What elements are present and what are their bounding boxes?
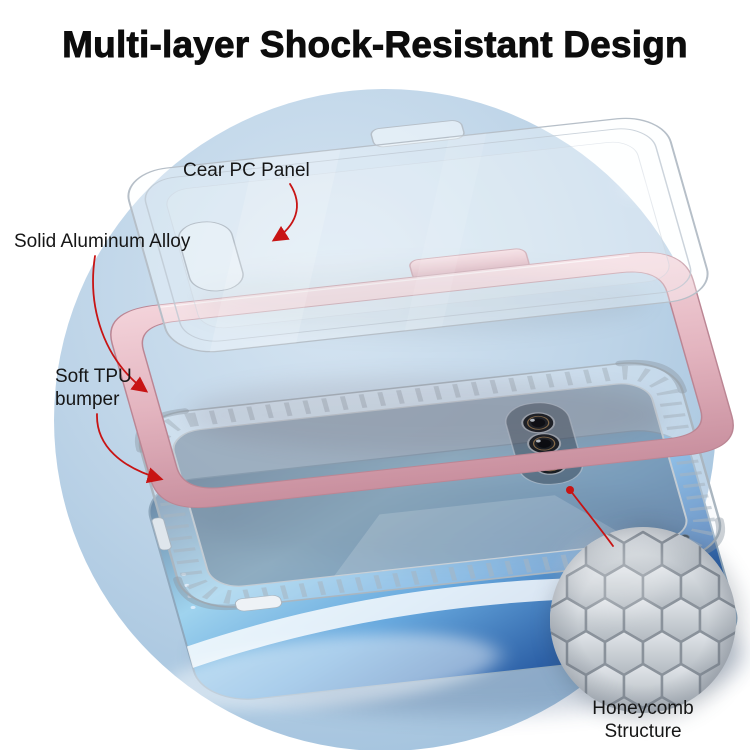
panel-sheen-2 (404, 133, 487, 331)
phone-glow (163, 633, 499, 710)
frame-ring (110, 252, 734, 508)
panel-sheen-1 (209, 149, 341, 353)
callout-label-aluminum: Solid Aluminum Alloy (14, 231, 191, 252)
callout-line-pc-panel (271, 183, 298, 242)
panel-body (127, 117, 709, 353)
callout-dot-honeycomb (566, 486, 574, 494)
honeycomb-inset-highlight (560, 537, 670, 613)
panel-inner-lip (144, 128, 692, 342)
tpu-side-button (151, 517, 172, 551)
panel-flare (626, 178, 657, 198)
frame-shadow (185, 377, 665, 453)
callout-label-honeycomb-line2: Structure (604, 721, 682, 742)
tpu-shadow (200, 478, 670, 562)
tpu-bottom-grip (234, 595, 283, 612)
callout-line-aluminum (92, 255, 149, 393)
callout-label-tpu: Soft TPU bumper (55, 365, 132, 411)
tpu-rib-texture (144, 365, 716, 605)
callout-label-honeycomb-line1: Honeycomb (592, 698, 694, 719)
callout-label-pc-panel: Cear PC Panel (183, 160, 310, 181)
panel-camera-tab (370, 120, 465, 148)
callout-line-tpu (96, 413, 164, 484)
callout-label-tpu-line2: bumper (55, 389, 120, 410)
tpu-inner-reflection (334, 495, 638, 577)
callout-lines (92, 183, 614, 547)
honeycomb-inset (550, 527, 741, 719)
panel-camera-cutout (177, 221, 244, 292)
callout-label-tpu-line1: Soft TPU (55, 366, 132, 387)
callout-label-honeycomb: Honeycomb Structure (576, 697, 710, 743)
page-title: Multi-layer Shock-Resistant Design (62, 24, 688, 66)
callout-line-honeycomb (569, 489, 614, 547)
